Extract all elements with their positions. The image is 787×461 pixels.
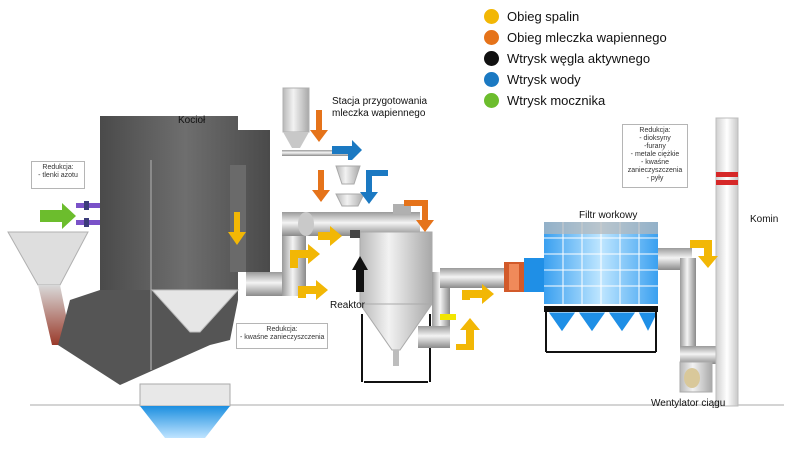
water-arrow xyxy=(332,140,362,160)
legend-label-flue-gas: Obieg spalin xyxy=(507,9,580,24)
legend-label-urea: Wtrysk mocznika xyxy=(507,93,606,108)
flue-gas-arrow xyxy=(462,284,494,304)
chimney xyxy=(715,117,739,407)
callout-line: - tlenki azotu xyxy=(38,172,78,179)
callout-line: zanieczyszczenia xyxy=(627,167,683,174)
urea-nozzles xyxy=(76,201,100,227)
legend-dot-lime-milk xyxy=(484,30,499,45)
urea-arrow xyxy=(40,203,76,229)
flue-gas-arrow xyxy=(290,244,320,268)
activated-carbon-arrow xyxy=(352,256,368,292)
flue-gas-arrow xyxy=(318,226,342,246)
bag-filter xyxy=(544,222,659,353)
water-arrow xyxy=(360,170,388,204)
callout-line: - dioksyny xyxy=(639,135,671,142)
bag-filter-label: Filtr workowy xyxy=(579,210,638,221)
legend-label-activated-carbon: Wtrysk węgla aktywnego xyxy=(507,51,651,66)
callout-line: - pyły xyxy=(646,175,664,182)
lime-milk-arrow xyxy=(404,200,434,232)
flue-duct-filter-fan xyxy=(658,248,718,393)
flue-gas-arrow xyxy=(690,240,718,268)
chimney-label: Komin xyxy=(750,214,779,225)
lime-milk-arrow xyxy=(312,170,330,202)
callout-line: - kwaśne zanieczyszczenia xyxy=(240,334,325,341)
water-basin xyxy=(139,383,231,438)
legend-dot-activated-carbon xyxy=(484,51,499,66)
callout-nox-reduction: Redukcja: - tlenki azotu xyxy=(31,161,85,189)
legend-dot-urea xyxy=(484,93,499,108)
process-arrows xyxy=(40,110,718,350)
callout-title: Redukcja: xyxy=(639,127,671,134)
fan-label: Wentylator ciągu xyxy=(651,398,726,409)
legend-dot-water xyxy=(484,72,499,87)
lime-milk-arrow xyxy=(310,110,328,142)
flue-duct-reactor-filter xyxy=(418,258,544,348)
boiler xyxy=(58,116,270,385)
boiler-label: Kocioł xyxy=(178,115,206,126)
lime-station-label-line1: Stacja przygotowania xyxy=(332,96,428,107)
callout-reactor-reduction: Redukcja: - kwaśne zanieczyszczenia xyxy=(236,323,328,349)
flue-gas-arrow xyxy=(456,318,480,350)
legend-label-water: Wtrysk wody xyxy=(507,72,581,87)
callout-line: - kwaśne xyxy=(640,159,669,166)
legend-label-lime-milk: Obieg mleczka wapiennego xyxy=(507,30,667,45)
callout-line: - metale ciężkie xyxy=(630,151,680,158)
callout-line: -furany xyxy=(644,143,666,150)
reactor-label: Reaktor xyxy=(330,300,366,311)
callout-filter-reduction: Redukcja: - dioksyny -furany - metale ci… xyxy=(622,124,688,188)
flue-gas-arrow xyxy=(298,280,328,300)
flue-gas-arrow xyxy=(228,212,246,245)
callout-title: Redukcja: xyxy=(42,164,74,171)
lime-milk-station xyxy=(282,87,411,214)
callout-title: Redukcja: xyxy=(266,326,298,333)
lime-station-label-line2: mleczka wapiennego xyxy=(332,108,426,119)
legend-dot-flue-gas xyxy=(484,9,499,24)
